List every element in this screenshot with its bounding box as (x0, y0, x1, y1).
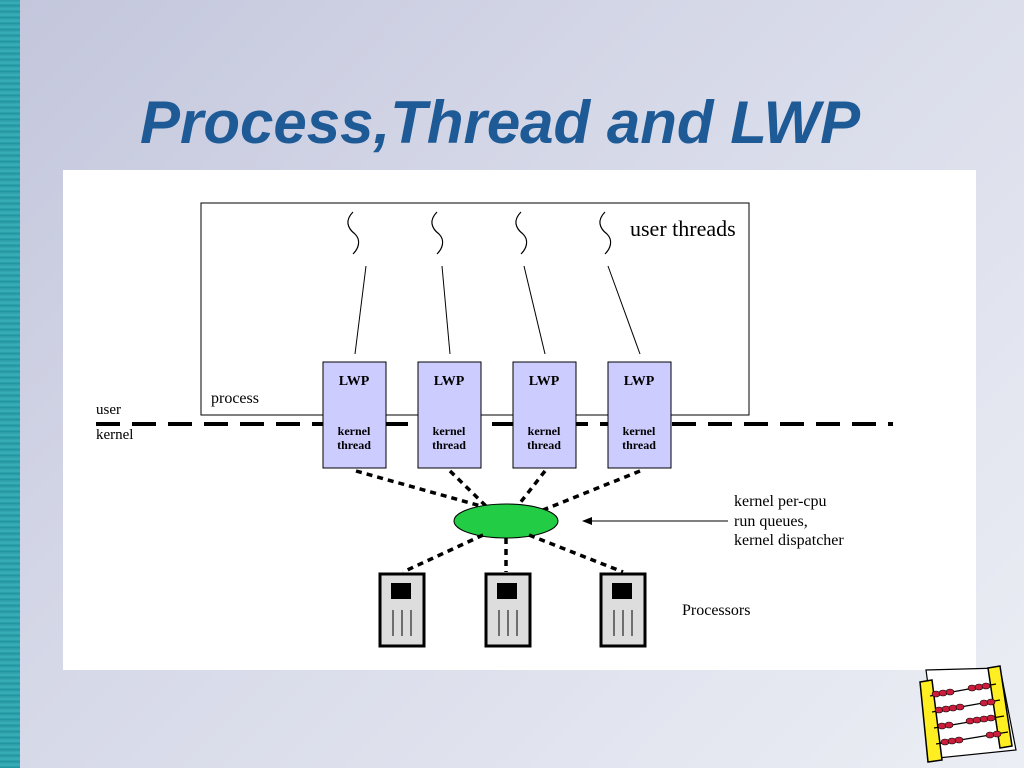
processors-label: Processors (682, 602, 750, 619)
abacus-icon (919, 665, 1017, 763)
processor-icon-1 (378, 572, 426, 648)
dispatcher-label-line-1: kernel per-cpu (734, 493, 827, 510)
kernel-thread-label: kernel (528, 424, 561, 438)
lwp-dispatch-link-1 (355, 469, 489, 510)
dispatcher-label-line-2: run queues, (734, 513, 808, 530)
kernel-thread-label: thread (337, 438, 371, 452)
lwp-box-2: LWP kernel thread (417, 361, 482, 469)
user-label: user (96, 402, 121, 418)
lwp-label: LWP (624, 374, 655, 389)
lwp-dispatch-link-4 (542, 469, 641, 512)
kernel-thread-label: kernel (338, 424, 371, 438)
dispatcher-label-line-3: kernel dispatcher (734, 532, 844, 549)
dispatcher-ellipse (453, 503, 559, 539)
lwp-label: LWP (529, 374, 560, 389)
kernel-thread-label: kernel (433, 424, 466, 438)
kernel-thread-label: kernel (623, 424, 656, 438)
lwp-box-1: LWP kernel thread (322, 361, 387, 469)
thread-link-4 (607, 265, 641, 355)
process-thread-diagram: process user threads user kernel LWP ker… (96, 202, 893, 648)
user-thread-icon-1 (347, 211, 360, 255)
side-accent-bar (0, 0, 20, 768)
processor-link-3 (528, 533, 624, 574)
lwp-box-4: LWP kernel thread (607, 361, 672, 469)
lwp-dispatch-link-2 (448, 469, 490, 510)
user-threads-label: user threads (630, 216, 736, 241)
thread-link-1 (354, 265, 367, 355)
processor-icon-2 (484, 572, 532, 648)
user-thread-icon-2 (431, 211, 444, 255)
lwp-label: LWP (434, 374, 465, 389)
user-thread-icon-3 (515, 211, 528, 255)
kernel-thread-label: thread (432, 438, 466, 452)
slide-title: Process,Thread and LWP (140, 89, 861, 156)
process-label: process (211, 390, 259, 407)
diagram-panel: process user threads user kernel LWP ker… (63, 170, 976, 670)
lwp-label: LWP (339, 374, 370, 389)
kernel-label: kernel (96, 427, 133, 443)
kernel-thread-label: thread (622, 438, 656, 452)
processor-icon-3 (599, 572, 647, 648)
processor-link-1 (402, 533, 484, 574)
lwp-box-3: LWP kernel thread (512, 361, 577, 469)
kernel-thread-label: thread (527, 438, 561, 452)
thread-link-2 (441, 265, 451, 355)
user-thread-icon-4 (599, 211, 612, 255)
lwp-dispatch-link-3 (518, 469, 547, 505)
thread-link-3 (523, 265, 546, 355)
